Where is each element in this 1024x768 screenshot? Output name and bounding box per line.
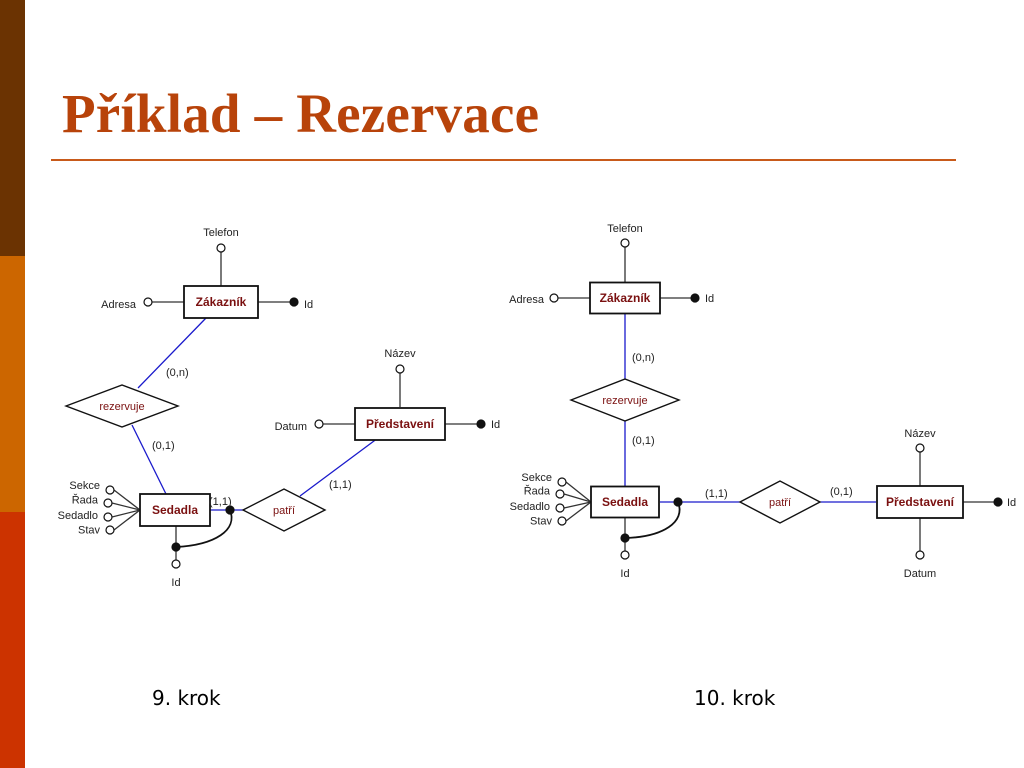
- d1-card-sedadla-rez: (0,1): [152, 440, 175, 452]
- d1-attr-adresa: Adresa: [101, 299, 137, 311]
- d1-rel-patri-shape: [241, 488, 327, 532]
- d2-attr-pred-id: Id: [1007, 497, 1016, 509]
- title-underline: [51, 159, 956, 161]
- d2-attr-sed-1: Řada: [524, 484, 551, 497]
- d1-attr-zak-id: Id: [304, 299, 313, 311]
- d2-sed-attr-line-2: [563, 501, 592, 509]
- d1-sed-attr-line-3: [113, 509, 141, 531]
- d1-attr-sed-1: Řada: [72, 493, 99, 506]
- d2-card-sedadla-rez: (0,1): [632, 435, 655, 447]
- d1-attr-sed-3: Stav: [78, 524, 101, 536]
- d1-identifier-arc: [175, 509, 233, 548]
- d2-telefon-marker: [620, 238, 630, 248]
- caption-step-10: 10. krok: [694, 686, 776, 710]
- d1-rel-patri-label: patří: [273, 505, 295, 517]
- d2-attr-datum: Datum: [904, 568, 936, 580]
- d1-entity-predstaveni-box: [354, 407, 446, 441]
- d2-entity-sedadla-label: Sedadla: [602, 495, 648, 509]
- d2-sed-attr-marker-2: [555, 503, 565, 513]
- d2-sed-arc-end: [620, 533, 630, 543]
- d2-attr-zak-id: Id: [705, 293, 714, 305]
- d2-nazev-marker: [915, 443, 925, 453]
- d2-rel-rezervuje-label: rezervuje: [602, 395, 647, 407]
- d2-entity-predstaveni-label: Představení: [886, 495, 955, 509]
- slide-title: Příklad – Rezervace: [62, 83, 540, 144]
- d1-pred-id-marker: [476, 419, 486, 429]
- d1-sed-attr-marker-1: [103, 498, 113, 508]
- d2-rel-rezervuje-shape: [569, 378, 681, 422]
- d1-attr-sed-id: Id: [171, 577, 180, 589]
- d1-link-rezervuje-sedadla: [131, 424, 167, 495]
- d1-sed-arc-start: [225, 505, 235, 515]
- d1-card-sedadla-patri: (1,1): [209, 496, 232, 508]
- d2-sed-attr-marker-0: [557, 477, 567, 487]
- d2-card-zakaznik: (0,n): [632, 352, 655, 364]
- d2-entity-predstaveni-box: [876, 485, 964, 519]
- d1-attr-pred-id: Id: [491, 419, 500, 431]
- d1-rel-rezervuje-label: rezervuje: [99, 401, 144, 413]
- d2-rel-patri-label: patří: [769, 497, 791, 509]
- d2-sed-attr-line-1: [563, 493, 592, 503]
- d1-telefon-marker: [216, 243, 226, 253]
- d2-entity-zakaznik-box: [589, 281, 661, 315]
- d2-identifier-arc: [624, 501, 681, 539]
- d1-entity-sedadla-box: [139, 493, 211, 527]
- d1-sed-attr-line-0: [113, 489, 141, 511]
- d2-attr-sed-0: Sekce: [521, 472, 552, 484]
- d1-datum-marker: [314, 419, 324, 429]
- d2-adresa-marker: [549, 293, 559, 303]
- d1-entity-predstaveni-label: Představení: [366, 417, 435, 431]
- d1-sed-attr-line-2: [111, 509, 141, 518]
- d2-sed-attr-marker-1: [555, 489, 565, 499]
- d2-sed-attr-marker-3: [557, 516, 567, 526]
- d1-link-patri-predstaveni: [299, 437, 379, 497]
- caption-step-9: 9. krok: [152, 686, 221, 710]
- d1-attr-sed-2: Sedadlo: [58, 510, 98, 522]
- d2-attr-sed-id: Id: [620, 568, 629, 580]
- d1-attr-nazev: Název: [384, 348, 416, 360]
- d1-entity-zakaznik-label: Zákazník: [196, 295, 247, 309]
- d2-sed-id-marker: [620, 550, 630, 560]
- d2-attr-adresa: Adresa: [509, 294, 545, 306]
- sidebar-band-bottom: [0, 512, 25, 768]
- d1-attr-sed-0: Sekce: [69, 480, 100, 492]
- d1-card-predstaveni: (1,1): [329, 479, 352, 491]
- d1-card-zakaznik: (0,n): [166, 367, 189, 379]
- sidebar-band-middle: [0, 256, 25, 512]
- d2-entity-zakaznik-label: Zákazník: [600, 291, 651, 305]
- d2-sed-arc-start: [673, 497, 683, 507]
- d2-pred-id-marker: [993, 497, 1003, 507]
- d2-attr-sed-3: Stav: [530, 515, 553, 527]
- d1-entity-sedadla-label: Sedadla: [152, 503, 198, 517]
- d1-link-zakaznik-rezervuje: [137, 317, 207, 389]
- d2-rel-patri-shape: [738, 480, 822, 524]
- d1-attr-datum: Datum: [275, 421, 307, 433]
- d2-zak-id-marker: [690, 293, 700, 303]
- d1-nazev-marker: [395, 364, 405, 374]
- d2-sed-attr-line-0: [565, 481, 592, 503]
- d1-sed-id-marker: [171, 559, 181, 569]
- d2-attr-telefon: Telefon: [607, 223, 642, 235]
- d1-rel-rezervuje-shape: [64, 384, 180, 428]
- d1-adresa-marker: [143, 297, 153, 307]
- d2-card-sedadla-patri: (1,1): [705, 488, 728, 500]
- d1-sed-attr-marker-0: [105, 485, 115, 495]
- d1-attr-telefon: Telefon: [203, 227, 238, 239]
- d2-entity-sedadla-box: [590, 485, 660, 519]
- d1-sed-attr-line-1: [111, 502, 141, 511]
- d2-attr-sed-2: Sedadlo: [510, 501, 550, 513]
- d1-sed-attr-marker-3: [105, 525, 115, 535]
- d1-sed-attr-marker-2: [103, 512, 113, 522]
- d2-attr-nazev: Název: [904, 428, 936, 440]
- d2-sed-attr-line-3: [565, 501, 592, 522]
- sidebar-band-top: [0, 0, 25, 256]
- d1-entity-zakaznik-box: [183, 285, 259, 319]
- d2-datum-marker: [915, 550, 925, 560]
- d2-card-predstaveni: (0,1): [830, 486, 853, 498]
- d1-sed-arc-end: [171, 542, 181, 552]
- d1-zak-id-marker: [289, 297, 299, 307]
